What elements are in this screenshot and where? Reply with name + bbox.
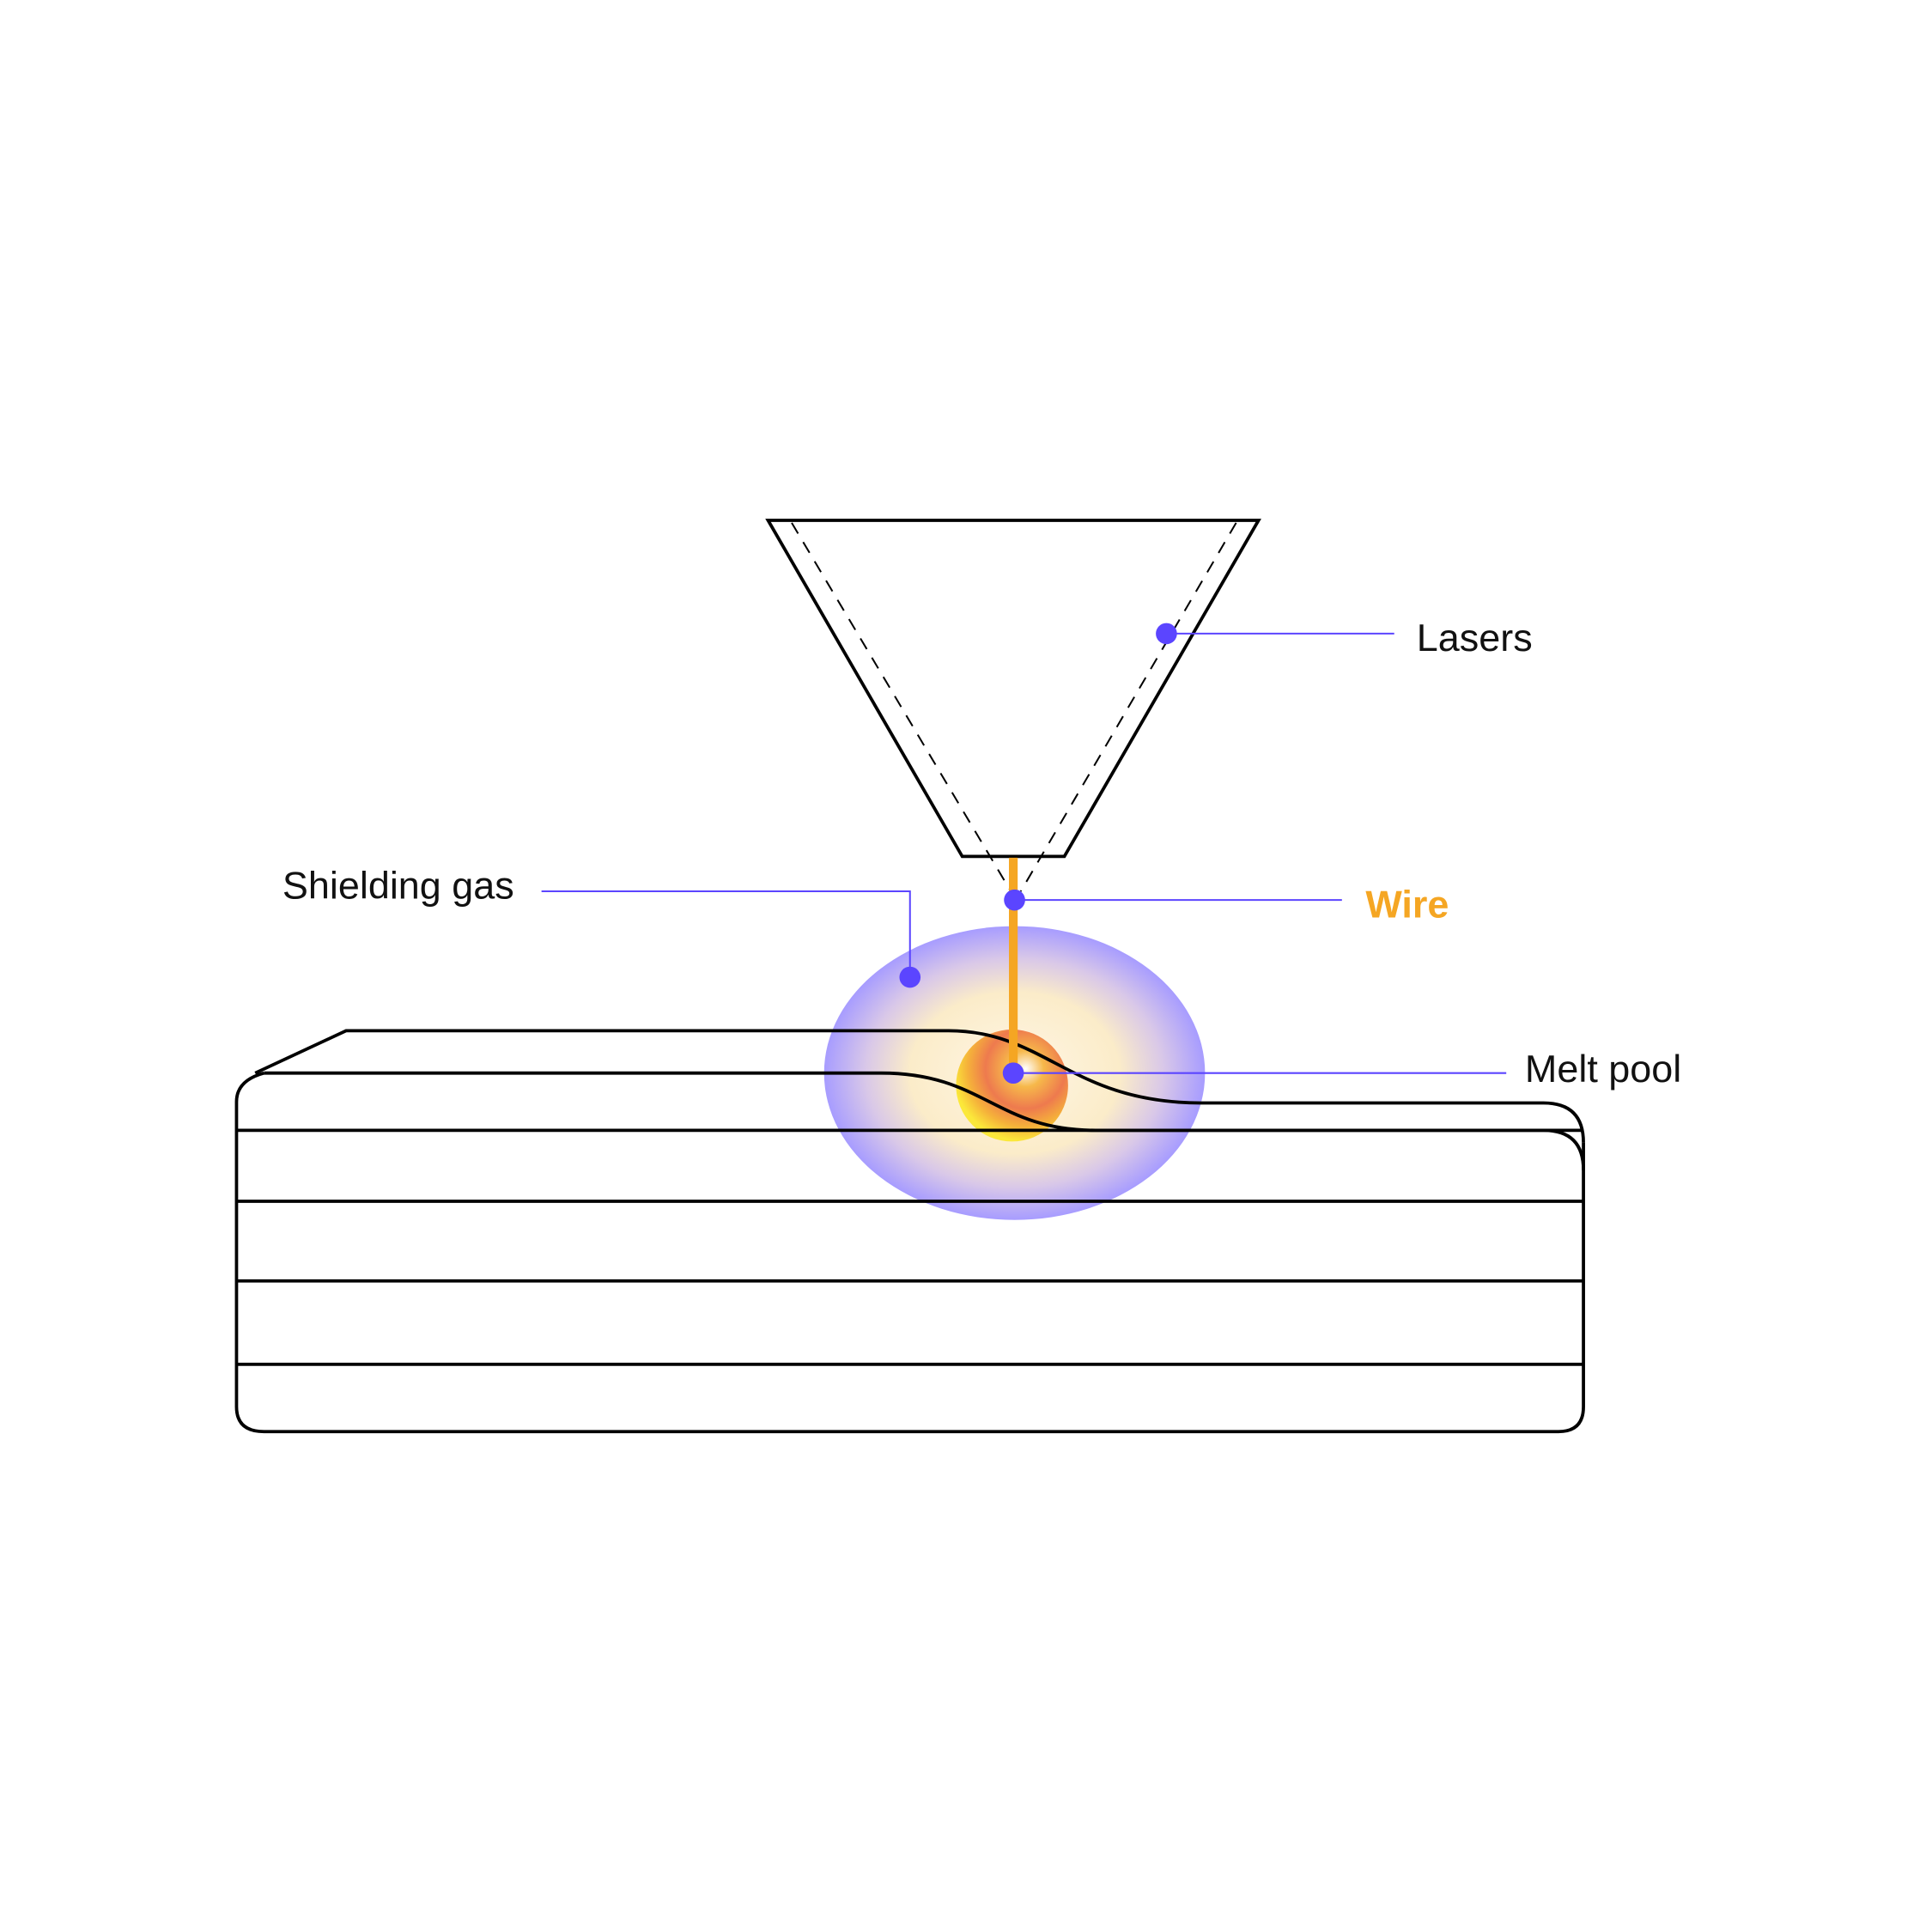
- substrate-block: [234, 1029, 1585, 1434]
- lasers-marker-dot: [1156, 623, 1177, 645]
- shielding-gas-leader-line: [541, 890, 911, 978]
- shielding-gas-marker-dot: [899, 966, 921, 988]
- lasers-label: Lasers: [1417, 616, 1533, 659]
- block-outline: [234, 1071, 1585, 1434]
- laser-beam-right: [1019, 522, 1237, 892]
- laser-beam-left: [791, 522, 1012, 892]
- deposited-layer-top: [254, 1029, 1585, 1143]
- melt-pool-label: Melt pool: [1525, 1047, 1681, 1091]
- wire-label: Wire: [1365, 882, 1449, 926]
- shielding-gas-label: Shielding gas: [283, 864, 514, 908]
- melt-pool: [956, 1029, 1068, 1142]
- deposited-layer-second: [264, 1071, 1585, 1170]
- wire-marker-dot: [1004, 889, 1025, 911]
- callouts: [541, 632, 1507, 1074]
- laser-nozzle: [765, 519, 1261, 859]
- melt-pool-marker-dot: [1002, 1062, 1024, 1084]
